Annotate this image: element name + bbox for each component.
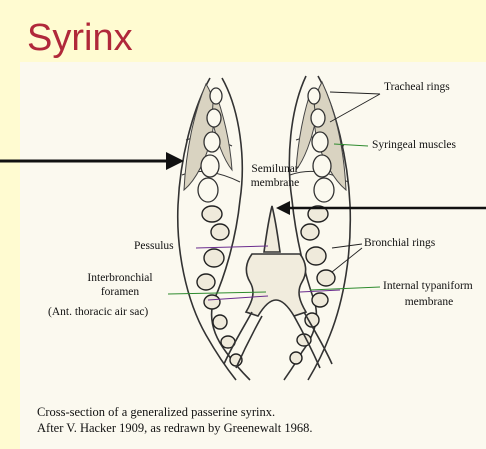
label-semilunar: Semilunar xyxy=(240,163,310,175)
label-interbronchial: Interbronchial xyxy=(70,272,170,284)
label-pessulus: Pessulus xyxy=(134,240,174,252)
typaniform-leader-right xyxy=(300,290,340,292)
typaniform-leader xyxy=(310,287,380,290)
pessulus-and-semilunar-membrane xyxy=(246,206,306,316)
label-foramen: foramen xyxy=(70,286,170,298)
caption-line-2: After V. Hacker 1909, as redrawn by Gree… xyxy=(37,420,313,436)
caption-line-1: Cross-section of a generalized passerine… xyxy=(37,404,313,420)
left-pointer-arrow xyxy=(0,152,184,170)
label-bronchial-rings: Bronchial rings xyxy=(364,237,435,249)
label-ant-thoracic-air-sac: (Ant. thoracic air sac) xyxy=(48,306,148,318)
label-typaniform-membrane: membrane xyxy=(394,296,464,308)
label-internal-typaniform: Internal typaniform xyxy=(383,280,473,292)
label-syringeal-muscles: Syringeal muscles xyxy=(372,139,456,151)
figure-caption: Cross-section of a generalized passerine… xyxy=(37,404,313,436)
label-semilunar-membrane: membrane xyxy=(240,177,310,189)
label-tracheal-rings: Tracheal rings xyxy=(384,81,450,93)
